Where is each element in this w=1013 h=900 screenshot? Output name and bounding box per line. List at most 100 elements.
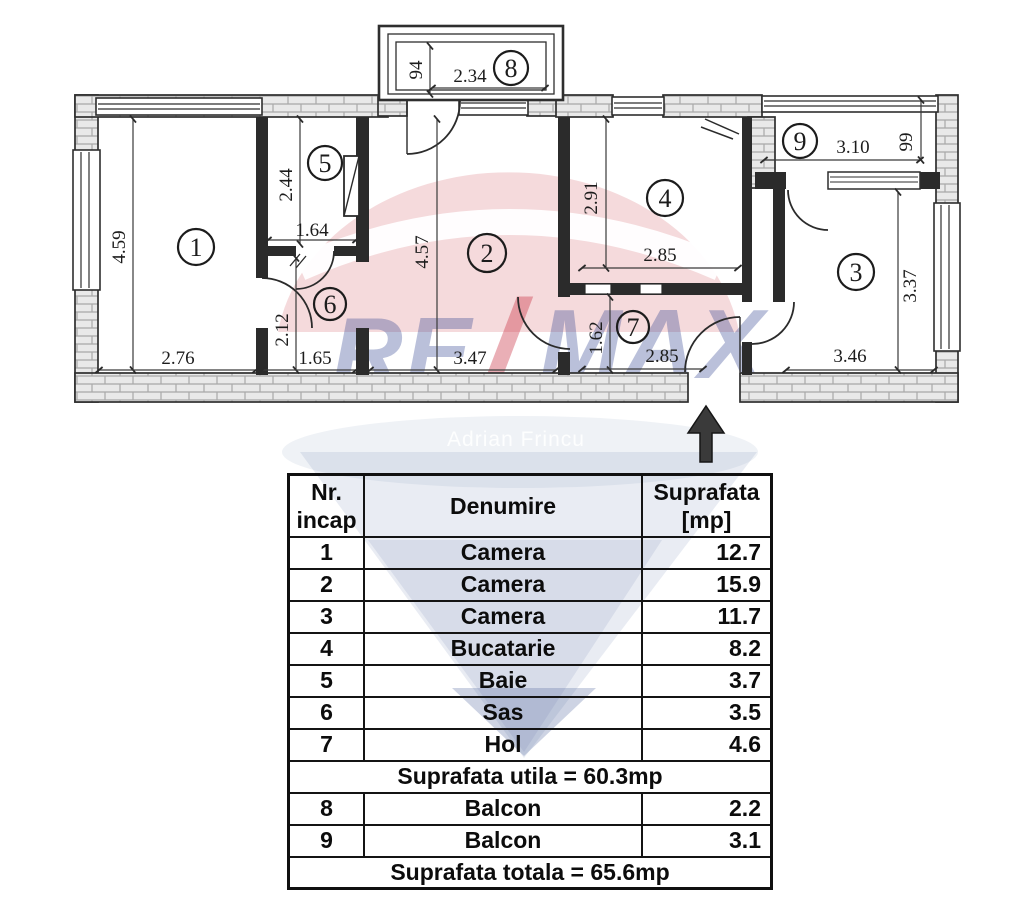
header-suprafata: Suprafata [mp]: [641, 473, 773, 538]
wall-bottom-b: [739, 372, 959, 403]
total-label: Suprafata totala = 65.6mp: [287, 855, 773, 890]
svg-text:9: 9: [794, 127, 807, 156]
cell-nr: 4: [287, 631, 365, 666]
cell-area: 4.6: [641, 727, 773, 762]
header-suprafata-line2: [mp]: [681, 506, 732, 533]
glazed-kitchen-partition: [584, 283, 663, 295]
room-marker-5: 5: [306, 144, 344, 182]
windows: [72, 95, 961, 352]
wall-room1-sas-lower: [256, 328, 268, 375]
wall-sas-room2-upper: [356, 117, 369, 262]
wall-room2-hol-stub: [558, 352, 570, 375]
cell-name: Camera: [363, 535, 643, 570]
wall-balcony9-floor-right: [920, 172, 940, 189]
door-room3-hol: [751, 301, 795, 345]
dim-sas-height: 2.12: [272, 313, 293, 346]
room-marker-2: 2: [466, 232, 508, 274]
dim-room3-width: 3.46: [833, 346, 866, 367]
wall-sas-room2-lower: [356, 328, 369, 375]
header-nr-line1: Nr.: [311, 478, 342, 505]
cell-area: 12.7: [641, 535, 773, 570]
room-marker-7: 7: [615, 309, 651, 345]
dim-room2-width: 3.47: [453, 348, 486, 369]
cell-nr: 8: [287, 791, 365, 826]
fixtures: [343, 118, 740, 217]
agent-watermark-middle: Adrian Frincu: [447, 428, 585, 451]
dim-balcony9-depth: 99: [896, 133, 917, 152]
cell-name: Balcon: [363, 791, 643, 826]
window-room1-top: [95, 97, 263, 116]
svg-text:6: 6: [324, 290, 337, 319]
door-baie-sas: [295, 250, 335, 290]
svg-text:2: 2: [481, 239, 494, 268]
room-marker-4: 4: [645, 178, 685, 218]
table-row: 6 Sas 3.5: [287, 695, 773, 730]
wall-baie-sas-left: [256, 246, 296, 256]
table-row: 9 Balcon 3.1: [287, 823, 773, 858]
wall-hol-room3-stub: [742, 342, 752, 375]
cell-area: 3.5: [641, 695, 773, 730]
table-total-row: Suprafata totala = 65.6mp: [287, 855, 773, 890]
window-balcony9-top: [761, 95, 939, 113]
subtotal-label: Suprafata utila = 60.3mp: [287, 759, 773, 794]
wall-balcony9-floor-left: [755, 172, 786, 189]
cell-name: Bucatarie: [363, 631, 643, 666]
svg-text:3: 3: [850, 258, 863, 287]
window-kitchen-top: [611, 96, 665, 116]
dim-kitchen-height: 2.91: [581, 181, 602, 214]
interior-walls: [256, 117, 940, 375]
room-marker-3: 3: [836, 252, 876, 292]
cell-name: Camera: [363, 599, 643, 634]
dim-hol-width: 2.85: [645, 346, 678, 367]
door-entrance: [684, 316, 741, 373]
dim-kitchen-width: 2.85: [643, 245, 676, 266]
door-balcony9-room3: [787, 189, 829, 231]
header-suprafata-line1: Suprafata: [653, 478, 760, 505]
cell-nr: 1: [287, 535, 365, 570]
room-marker-8: 8: [492, 49, 530, 87]
cell-area: 11.7: [641, 599, 773, 634]
dim-balcony8-depth: 94: [406, 60, 427, 80]
dim-baie-height: 2.44: [276, 168, 297, 202]
dim-hol-height: 1.62: [586, 321, 607, 354]
dimension-lines: [94, 41, 939, 375]
room-marker-9: 9: [781, 122, 819, 160]
cell-nr: 2: [287, 567, 365, 602]
table-subtotal-row: Suprafata utila = 60.3mp: [287, 759, 773, 794]
window-room1-left: [72, 149, 101, 291]
balloon-bottom-cloud: [282, 416, 758, 488]
svg-text:1: 1: [190, 233, 203, 262]
dim-room1-width: 2.76: [161, 348, 194, 369]
svg-text:7: 7: [627, 313, 640, 342]
table-row: 4 Bucatarie 8.2: [287, 631, 773, 666]
cell-nr: 6: [287, 695, 365, 730]
room-marker-1: 1: [176, 227, 216, 267]
cell-area: 2.2: [641, 791, 773, 826]
cell-area: 3.7: [641, 663, 773, 698]
cell-nr: 9: [287, 823, 365, 858]
svg-text:4: 4: [659, 184, 672, 213]
cell-nr: 7: [287, 727, 365, 762]
cell-area: 8.2: [641, 631, 773, 666]
dim-baie-width: 1.64: [295, 220, 329, 241]
door-room2-hol: [517, 296, 571, 350]
table-row: 1 Camera 12.7: [287, 535, 773, 570]
kitchen-vent: [700, 118, 740, 140]
door-balcony8: [406, 100, 461, 155]
header-nr: Nr. incap: [287, 473, 365, 538]
baie-fixture: [343, 155, 360, 217]
table-row: 2 Camera 15.9: [287, 567, 773, 602]
cell-nr: 3: [287, 599, 365, 634]
room-markers: 1 2 3 4 5 6 7 8 9: [176, 49, 876, 345]
cell-area: 15.9: [641, 567, 773, 602]
cell-name: Camera: [363, 567, 643, 602]
wall-bottom-a: [74, 372, 689, 403]
table-row: 3 Camera 11.7: [287, 599, 773, 634]
table-row: 7 Hol 4.6: [287, 727, 773, 762]
cell-name: Balcon: [363, 823, 643, 858]
table-header-row: Nr. incap Denumire Suprafata [mp]: [287, 473, 773, 538]
area-table: Nr. incap Denumire Suprafata [mp] 1 Came…: [287, 473, 773, 890]
window-room3-right: [933, 202, 961, 352]
dim-balcony9-width: 3.10: [836, 137, 869, 158]
